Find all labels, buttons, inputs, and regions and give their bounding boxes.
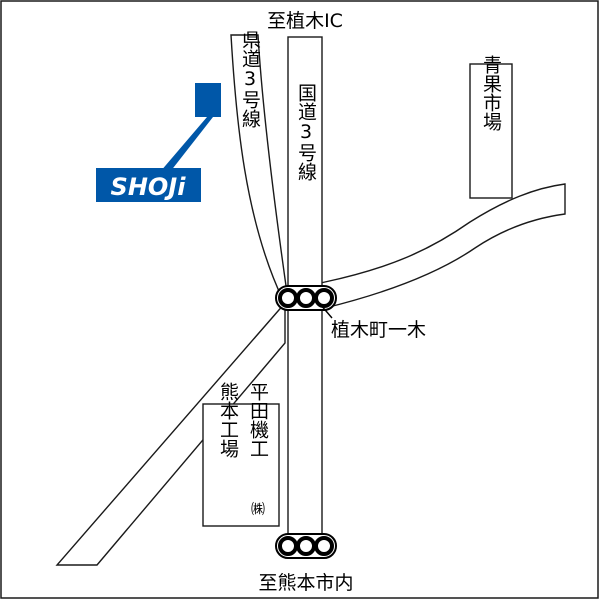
- logo-marker-square: [195, 83, 221, 117]
- traffic-signal-icon: [275, 533, 337, 559]
- national-road-label: 国道3号線: [295, 83, 317, 181]
- kumamoto-factory-label: 熊本工場: [217, 382, 239, 459]
- road-southwest: [55, 301, 286, 566]
- hirata-factory-box: [202, 403, 280, 527]
- shoji-logo: [96, 168, 201, 202]
- road-east: [289, 183, 566, 316]
- prefectural-road-label: 県道3号線: [239, 30, 261, 128]
- marker-pointer: [160, 117, 213, 172]
- shoji-location-marker: SHOJi: [96, 83, 221, 202]
- shoji-logo-text: SHOJi: [111, 173, 187, 201]
- hirata-company-name: 平田機工: [247, 382, 269, 458]
- intersection-name-label: 植木町一木: [331, 319, 426, 341]
- intersection-pointer-line: [319, 303, 333, 319]
- aoka-market-label: 青果市場: [480, 55, 502, 132]
- traffic-signal-icon: [275, 285, 337, 311]
- aoka-market-box: [469, 63, 513, 199]
- to-kumamoto-city-label: 至熊本市内: [258, 572, 353, 594]
- hirata-company-suffix: ㈱: [251, 502, 265, 518]
- to-ueki-ic-label: 至植木IC: [267, 10, 343, 32]
